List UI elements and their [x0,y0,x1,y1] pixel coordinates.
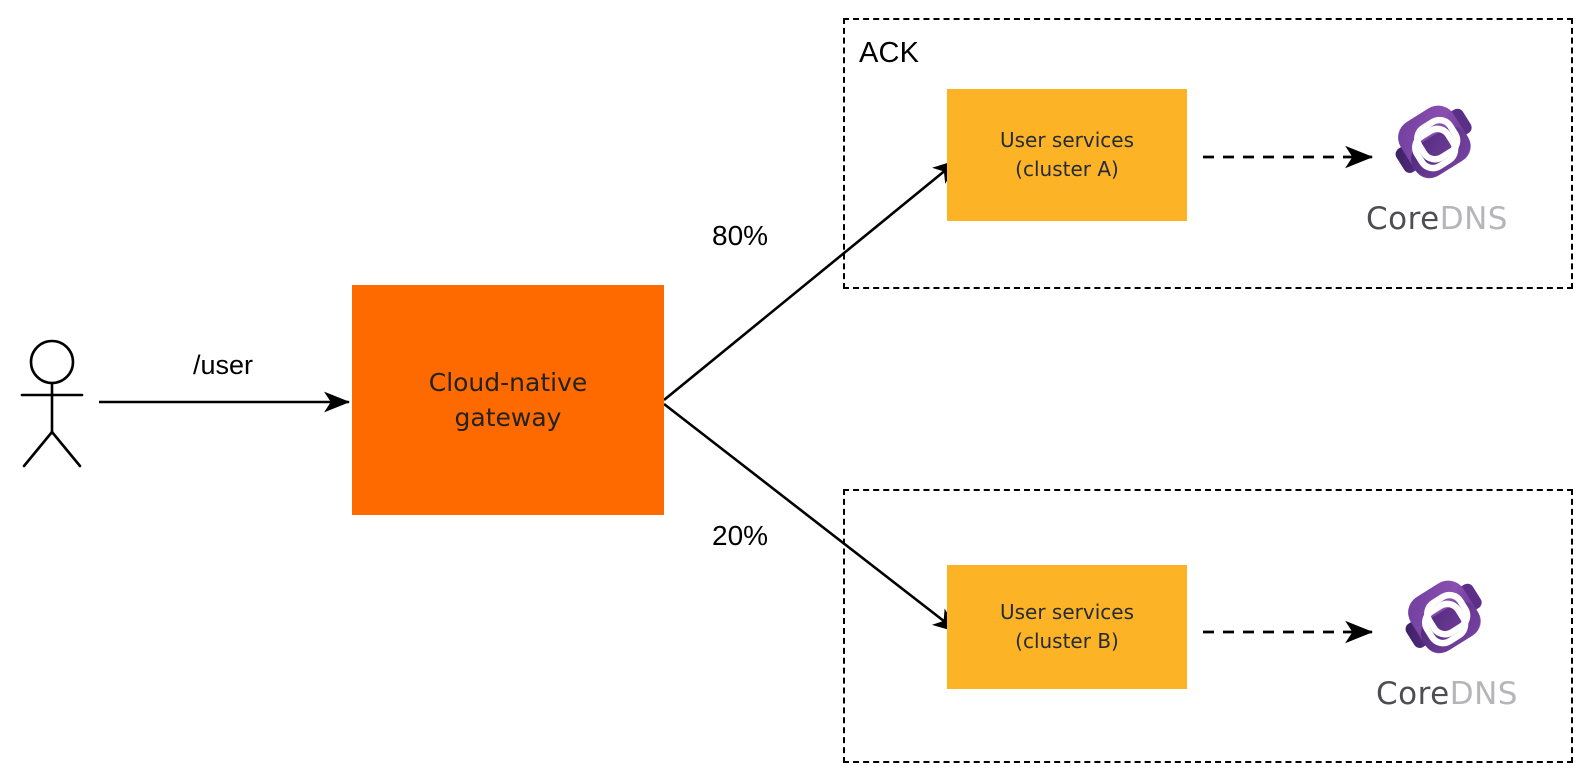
arrow-gateway-to-cluster-a [663,158,959,402]
actor-head [29,339,75,385]
coredns-text-dns: DNS [1449,676,1518,712]
edge-label-20-percent: 20% [712,520,769,551]
node-user-services-cluster-a[interactable]: User services (cluster A) [947,89,1187,221]
coredns-logo-text: CoreDNS [1357,201,1517,237]
coredns-logo-text: CoreDNS [1367,676,1527,712]
actor-leg-left [22,430,54,468]
coredns-logo-bottom: CoreDNS [1367,570,1527,712]
node-cloud-native-gateway[interactable]: Cloud-native gateway [352,285,664,515]
edge-label-80-percent: 80% [712,220,769,251]
edge-label-user-path: /user [193,350,254,380]
group-ack-bottom [843,489,1573,763]
coredns-logo-icon [1405,580,1482,654]
group-ack-top [843,18,1573,289]
user-actor [20,339,84,468]
arrow-gateway-to-cluster-b [663,402,959,634]
group-ack-top-label: ACK [859,37,920,69]
coredns-logo-icon [1395,105,1472,179]
coredns-text-core: Core [1366,201,1440,237]
node-user-services-cluster-b[interactable]: User services (cluster B) [947,565,1187,689]
coredns-logo-top: CoreDNS [1357,95,1517,237]
user-services-cluster-a-label: User services (cluster A) [999,128,1134,181]
coredns-text-dns: DNS [1439,201,1508,237]
gateway-label: Cloud-native gateway [428,367,588,433]
actor-leg-right [50,430,82,468]
user-services-cluster-b-label: User services (cluster B) [999,600,1134,653]
coredns-text-core: Core [1376,676,1450,712]
